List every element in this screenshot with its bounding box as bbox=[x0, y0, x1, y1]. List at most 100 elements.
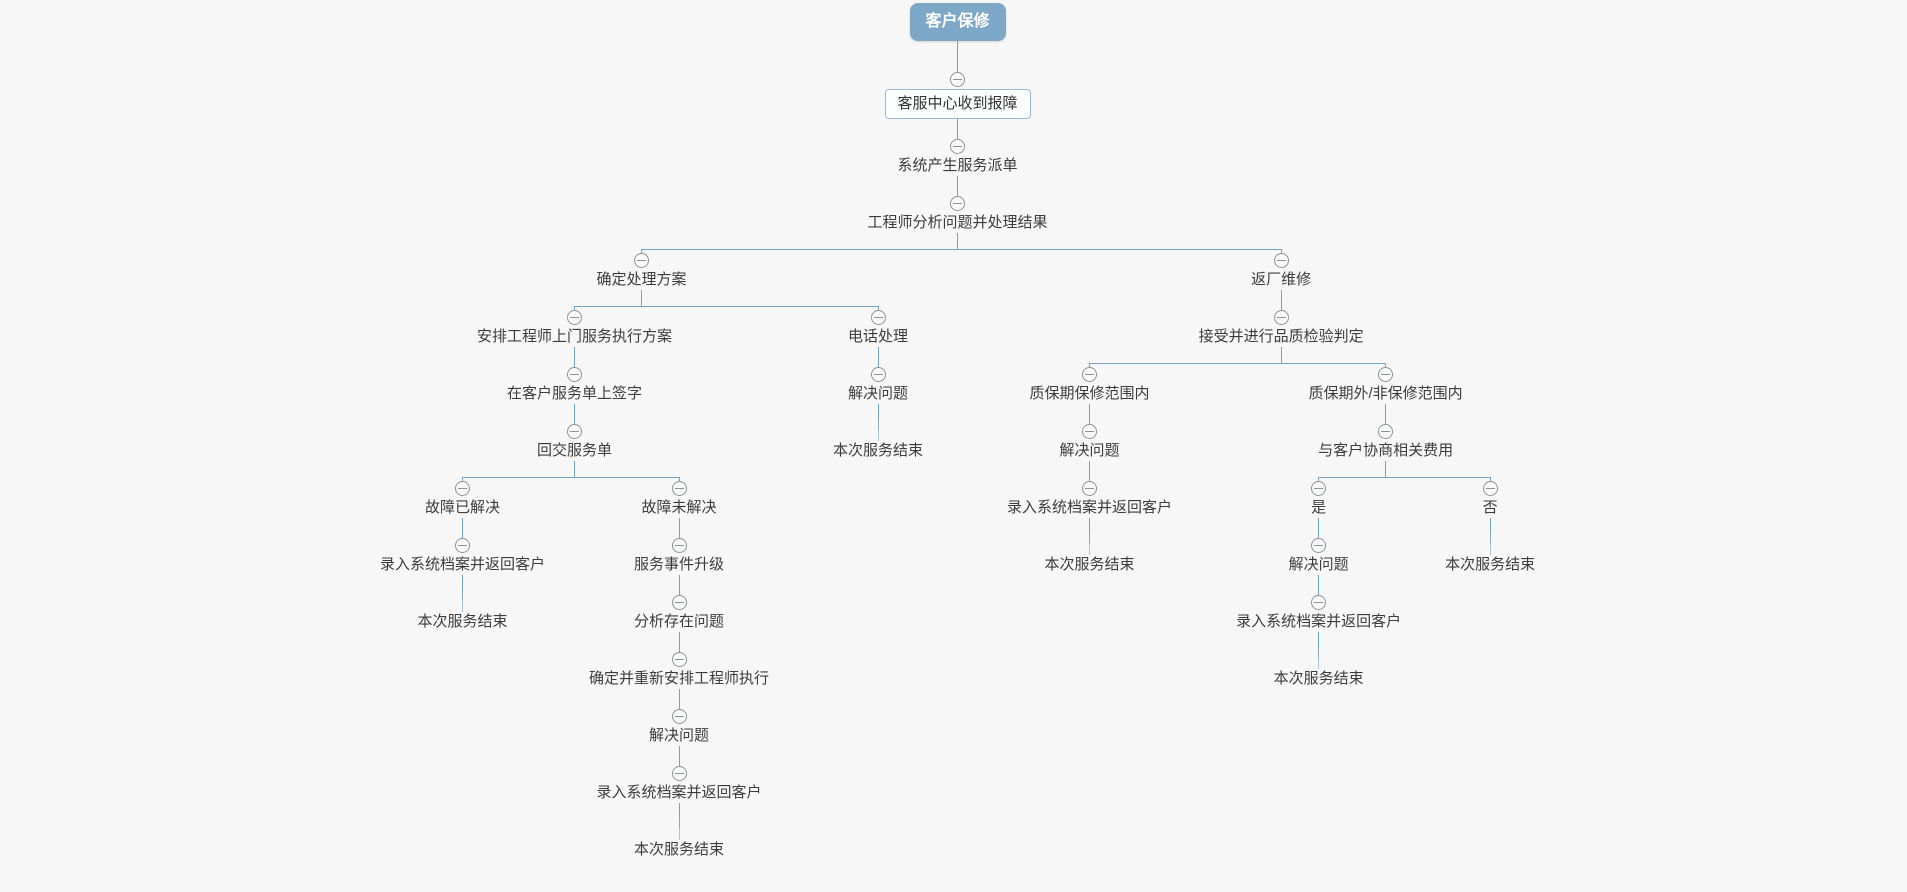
children-group: 系统产生服务派单工程师分析问题并处理结果确定处理方案安排工程师上门服务执行方案在… bbox=[318, 135, 1597, 860]
node-label[interactable]: 解决问题 bbox=[1288, 556, 1349, 573]
children-group: 本次服务结束 bbox=[1272, 648, 1366, 689]
subtree: 否本次服务结束 bbox=[1423, 477, 1557, 575]
node-label[interactable]: 与客户协商相关费用 bbox=[1318, 442, 1454, 459]
collapse-minus-icon[interactable] bbox=[671, 595, 687, 610]
node-label[interactable]: 否 bbox=[1482, 499, 1498, 516]
connector-line bbox=[1089, 363, 1091, 367]
collapse-minus-icon[interactable] bbox=[1482, 481, 1498, 496]
children-group: 安排工程师上门服务执行方案在客户服务单上签字回交服务单故障已解决录入系统档案并返… bbox=[338, 306, 945, 860]
node-label[interactable]: 录入系统档案并返回客户 bbox=[1236, 613, 1402, 630]
connector-edge bbox=[1082, 477, 1098, 498]
collapse-minus-icon[interactable] bbox=[671, 652, 687, 667]
node-label[interactable]: 本次服务结束 bbox=[1273, 670, 1364, 687]
connector-line bbox=[678, 477, 680, 481]
node-label[interactable]: 分析存在问题 bbox=[634, 613, 725, 630]
connector-stub bbox=[957, 41, 959, 68]
node-label[interactable]: 本次服务结束 bbox=[417, 613, 508, 630]
connector-line bbox=[574, 420, 576, 424]
collapse-minus-icon[interactable] bbox=[1311, 481, 1327, 496]
collapse-minus-icon[interactable] bbox=[1082, 481, 1098, 496]
children-group: 录入系统档案并返回客户本次服务结束 bbox=[595, 762, 764, 860]
connector-line bbox=[1318, 477, 1320, 481]
children-group: 故障已解决录入系统档案并返回客户本次服务结束故障未解决服务事件升级分析存在问题确… bbox=[358, 477, 791, 860]
connector-stub bbox=[678, 575, 680, 591]
connector-line bbox=[1089, 477, 1091, 481]
connector-line bbox=[1089, 420, 1091, 424]
collapse-minus-icon[interactable] bbox=[870, 310, 886, 325]
connector-edge bbox=[1482, 477, 1498, 498]
node-label[interactable]: 安排工程师上门服务执行方案 bbox=[477, 328, 673, 345]
connector-line bbox=[957, 135, 959, 139]
collapse-minus-icon[interactable] bbox=[455, 481, 470, 496]
node-label[interactable]: 本次服务结束 bbox=[1044, 556, 1135, 573]
node-label[interactable]: 回交服务单 bbox=[537, 442, 613, 459]
collapse-minus-icon[interactable] bbox=[671, 481, 687, 496]
node-label[interactable]: 故障未解决 bbox=[641, 499, 717, 516]
connector-edge bbox=[455, 477, 470, 498]
collapse-minus-icon[interactable] bbox=[455, 538, 470, 553]
subtree: 确定处理方案安排工程师上门服务执行方案在客户服务单上签字回交服务单故障已解决录入… bbox=[318, 249, 966, 860]
node-label[interactable]: 质保期保修范围内 bbox=[1029, 385, 1150, 402]
node-label[interactable]: 本次服务结束 bbox=[1445, 556, 1536, 573]
subtree: 本次服务结束 bbox=[1043, 534, 1137, 575]
node-label[interactable]: 录入系统档案并返回客户 bbox=[596, 784, 762, 801]
connector-stub bbox=[1489, 518, 1491, 534]
collapse-minus-icon[interactable] bbox=[1273, 253, 1289, 268]
collapse-minus-icon[interactable] bbox=[567, 424, 583, 439]
node-label[interactable]: 录入系统档案并返回客户 bbox=[1007, 499, 1173, 516]
collapse-minus-icon[interactable] bbox=[950, 72, 966, 87]
collapse-minus-icon[interactable] bbox=[1273, 310, 1289, 325]
node-label[interactable]: 故障已解决 bbox=[425, 499, 501, 516]
connector-edge bbox=[1311, 477, 1327, 498]
collapse-minus-icon[interactable] bbox=[567, 367, 583, 382]
node-label[interactable]: 本次服务结束 bbox=[634, 841, 725, 858]
collapse-minus-icon[interactable] bbox=[1311, 595, 1327, 610]
connector-line bbox=[678, 648, 680, 652]
subtree: 质保期外/非保修范围内与客户协商相关费用是解决问题录入系统档案并返回客户本次服务… bbox=[1194, 363, 1577, 689]
collapse-minus-icon[interactable] bbox=[870, 367, 886, 382]
collapse-minus-icon[interactable] bbox=[671, 766, 687, 781]
node-label[interactable]: 电话处理 bbox=[848, 328, 909, 345]
node-label[interactable]: 解决问题 bbox=[1059, 442, 1120, 459]
node-label[interactable]: 是 bbox=[1311, 499, 1327, 516]
collapse-minus-icon[interactable] bbox=[567, 310, 583, 325]
collapse-minus-icon[interactable] bbox=[950, 139, 966, 154]
collapse-minus-icon[interactable] bbox=[1082, 367, 1098, 382]
connector-line bbox=[641, 249, 643, 253]
node-label[interactable]: 返厂维修 bbox=[1251, 271, 1312, 288]
node-label[interactable]: 服务事件升级 bbox=[634, 556, 725, 573]
node-label[interactable]: 确定处理方案 bbox=[596, 271, 687, 288]
node-label[interactable]: 本次服务结束 bbox=[833, 442, 924, 459]
subtree: 解决问题本次服务结束 bbox=[831, 363, 925, 461]
collapse-minus-icon[interactable] bbox=[1082, 424, 1098, 439]
subtree: 录入系统档案并返回客户本次服务结束 bbox=[378, 534, 547, 632]
collapse-minus-icon[interactable] bbox=[671, 538, 687, 553]
root-node[interactable]: 客户保修 bbox=[909, 3, 1006, 41]
collapse-minus-icon[interactable] bbox=[634, 253, 650, 268]
collapse-minus-icon[interactable] bbox=[950, 196, 966, 211]
node-label[interactable]: 在客户服务单上签字 bbox=[507, 385, 643, 402]
node-label[interactable]: 质保期外/非保修范围内 bbox=[1308, 385, 1463, 402]
node-label[interactable]: 解决问题 bbox=[649, 727, 710, 744]
connector-edge bbox=[671, 591, 687, 612]
subtree: 本次服务结束 bbox=[1443, 534, 1537, 575]
collapse-minus-icon[interactable] bbox=[671, 709, 687, 724]
node-label[interactable]: 客服中心收到报障 bbox=[884, 89, 1031, 119]
collapse-minus-icon[interactable] bbox=[1378, 367, 1394, 382]
node-label[interactable]: 工程师分析问题并处理结果 bbox=[867, 214, 1048, 231]
children-group: 是解决问题录入系统档案并返回客户本次服务结束否本次服务结束 bbox=[1214, 477, 1557, 689]
connector-line bbox=[1318, 534, 1320, 538]
subtree: 本次服务结束 bbox=[416, 591, 510, 632]
node-label[interactable]: 录入系统档案并返回客户 bbox=[380, 556, 546, 573]
children-group: 解决问题本次服务结束 bbox=[831, 363, 925, 461]
children-group: 本次服务结束 bbox=[1443, 534, 1537, 575]
node-label[interactable]: 系统产生服务派单 bbox=[897, 157, 1018, 174]
connector-edge bbox=[1311, 534, 1327, 555]
collapse-minus-icon[interactable] bbox=[1311, 538, 1327, 553]
collapse-minus-icon[interactable] bbox=[1378, 424, 1394, 439]
connector-edge bbox=[671, 762, 687, 783]
node-label[interactable]: 确定并重新安排工程师执行 bbox=[589, 670, 770, 687]
connector-line bbox=[877, 363, 879, 367]
node-label[interactable]: 解决问题 bbox=[848, 385, 909, 402]
node-label[interactable]: 接受并进行品质检验判定 bbox=[1198, 328, 1364, 345]
